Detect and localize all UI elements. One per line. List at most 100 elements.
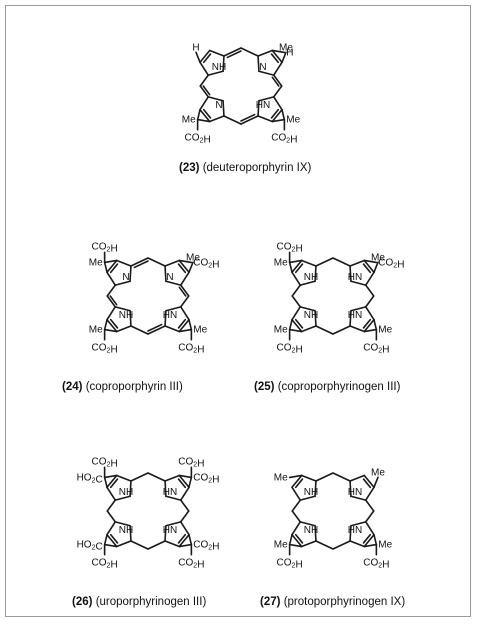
substituent-bond <box>373 476 379 489</box>
caption-24-number: 24 <box>65 381 79 393</box>
double-bond <box>109 318 119 329</box>
substituent-bond <box>195 51 201 64</box>
meso-bond <box>332 540 351 550</box>
nitrogen-label: HN <box>348 487 362 498</box>
substituent-label: CO2H <box>178 343 204 356</box>
ring-bond <box>207 96 224 102</box>
meso-bond <box>179 499 190 512</box>
ring-bond <box>300 259 317 267</box>
ring-bond <box>164 325 181 333</box>
meso-bond <box>179 284 190 297</box>
substituent-label: CO2H <box>92 558 118 571</box>
nitrogen-label: HN <box>348 525 362 536</box>
ring-bond <box>314 480 317 498</box>
meso-bond <box>106 499 117 512</box>
caption-27-name: (protoporphyrinogen IX) <box>283 596 406 608</box>
ring-bond <box>350 306 367 312</box>
substituent-label: CO2H <box>193 472 219 485</box>
ring-bond <box>222 99 225 117</box>
substituent-bond <box>103 474 118 479</box>
double-bond <box>177 263 187 274</box>
ring-bond <box>106 486 117 501</box>
ring-bond <box>165 521 182 527</box>
ring-bond <box>129 265 132 283</box>
ring-bond <box>350 521 367 527</box>
ring-bond <box>164 540 181 548</box>
ring-bond <box>178 259 190 274</box>
ring-bond <box>350 280 367 286</box>
substituent-label: Me <box>274 472 288 483</box>
caption-25: (25) (coproporphyrinogen III) <box>254 381 401 393</box>
meso-bond <box>147 325 166 335</box>
ring-bond <box>257 49 274 57</box>
ring-bond <box>364 486 375 501</box>
substituent-label: CO2H <box>277 241 303 254</box>
meso-bond <box>364 295 375 308</box>
ring-bond <box>271 49 283 64</box>
ring-bond <box>164 259 181 267</box>
meso-bond <box>315 540 334 550</box>
ring-bond <box>178 318 190 333</box>
substituent-label: CO2H <box>277 343 303 356</box>
ring-bond <box>106 521 117 536</box>
ring-bond <box>291 318 303 333</box>
chain-bond <box>103 261 108 274</box>
substituent-label: Me <box>286 115 300 126</box>
ring-bond <box>291 474 303 489</box>
ring-bond <box>300 325 317 333</box>
ring-bond <box>299 495 316 501</box>
ring-bond <box>115 259 132 267</box>
substituent-label: H <box>286 47 293 58</box>
nitrogen-label: HN <box>348 272 362 283</box>
ring-bond <box>364 306 375 321</box>
ring-bond <box>164 265 167 283</box>
ring-bond <box>115 540 132 548</box>
substituent-label: CO2H <box>277 558 303 571</box>
substituent-label: Me <box>89 257 103 268</box>
ring-bond <box>272 61 283 76</box>
meso-double-bond <box>240 113 256 122</box>
substituent-label: Me <box>186 252 200 263</box>
meso-bond <box>147 540 166 550</box>
ring-bond <box>364 271 375 286</box>
chain-bond <box>196 108 201 121</box>
substituent-label: Me <box>193 325 207 336</box>
nitrogen-label: NH <box>119 310 133 321</box>
substituent-label: Me <box>274 325 288 336</box>
meso-bond <box>291 510 302 523</box>
meso-bond <box>332 472 351 482</box>
ring-bond <box>291 306 302 321</box>
meso-double-bond <box>178 286 187 297</box>
ring-bond <box>165 280 182 286</box>
substituent-bond <box>373 261 379 274</box>
double-bond <box>177 533 187 544</box>
meso-bond <box>315 325 334 335</box>
nitrogen-label: NH <box>212 62 226 73</box>
double-bond <box>177 318 187 329</box>
ring-bond <box>178 474 190 489</box>
nitrogen-label: NH <box>304 525 318 536</box>
substituent-label: CO2H <box>178 456 204 469</box>
ring-bond <box>115 325 132 333</box>
ring-bond <box>199 108 211 123</box>
meso-bond <box>199 85 210 98</box>
nitrogen-label: N <box>166 272 173 283</box>
ring-bond <box>129 480 132 498</box>
meso-bond <box>364 499 375 512</box>
nitrogen-label: NH <box>304 272 318 283</box>
ring-bond <box>271 108 283 123</box>
meso-double-bond <box>133 260 149 269</box>
substituent-bond <box>271 118 286 123</box>
chain-bond <box>373 533 378 546</box>
ring-bond <box>349 474 366 482</box>
substituent-bond <box>178 543 193 548</box>
ring-bond <box>349 259 366 267</box>
ring-bond <box>300 474 317 482</box>
ring-bond <box>114 306 131 312</box>
ring-bond <box>114 495 131 501</box>
double-bond <box>362 318 372 329</box>
ring-bond <box>179 271 190 286</box>
